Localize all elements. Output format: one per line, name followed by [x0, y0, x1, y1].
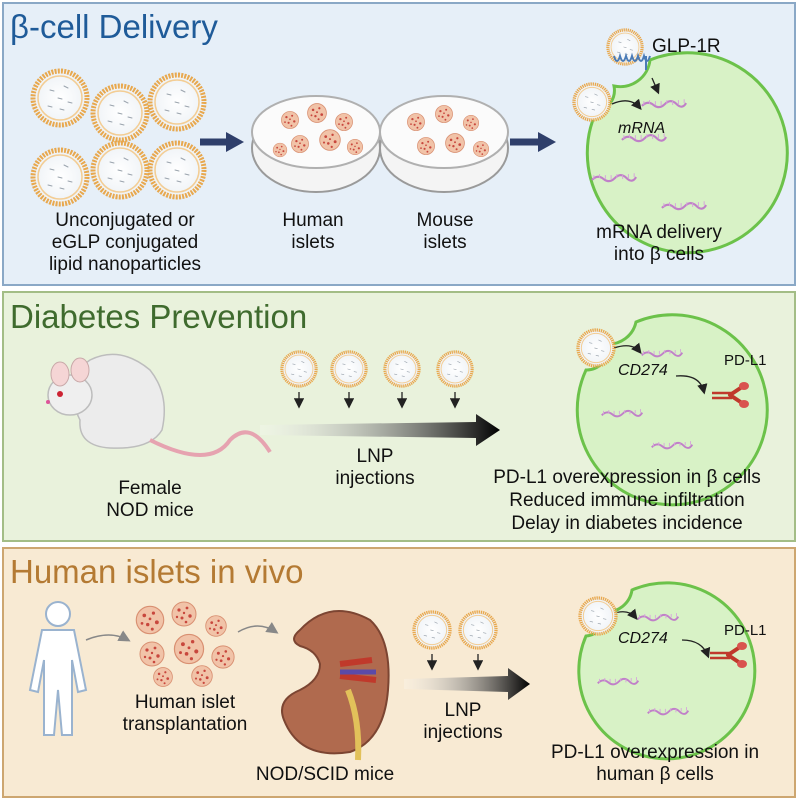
lipid-nanoparticle-icon	[150, 75, 204, 129]
glp1r-label: GLP-1R	[652, 36, 721, 57]
mouse-islets-label: Mouse islets	[416, 210, 474, 253]
glp1r-receptor-icon	[613, 52, 651, 70]
mrna-delivery-label: mRNA delivery into β cells	[596, 222, 722, 265]
pdl1-label: PD-L1	[724, 622, 767, 639]
mouse-icon	[46, 353, 272, 457]
panel2-title: Diabetes Prevention	[10, 298, 308, 335]
panel3-title: Human islets in vivo	[10, 553, 304, 590]
lipid-nanoparticle-icon	[412, 610, 452, 650]
petri-dish-icon	[379, 95, 509, 193]
lipid-nanoparticle-icon	[330, 350, 368, 388]
cd274-label: CD274	[618, 630, 668, 647]
lipid-nanoparticle-icon	[572, 82, 612, 122]
timeline-arrow-icon	[404, 668, 530, 700]
arrow-icon	[237, 622, 279, 634]
lipid-nanoparticle-icon	[93, 143, 147, 197]
lipid-nanoparticle-icon	[93, 86, 147, 140]
mrna-label: mRNA	[618, 120, 666, 137]
human-islets-label: Human islets	[282, 210, 344, 253]
arrow-icon	[85, 630, 131, 642]
beta-cell-icon	[585, 51, 789, 255]
lipid-nanoparticle-icon	[458, 610, 498, 650]
arrowhead-icon	[226, 132, 244, 152]
lnp-injections-label: LNP injections	[335, 446, 415, 489]
lnp-group	[33, 71, 204, 204]
lipid-nanoparticle-icon	[33, 150, 87, 204]
arrowhead-icon	[538, 132, 556, 152]
nod-scid-mice-label: NOD/SCID mice	[255, 764, 395, 785]
panel1-title: β-cell Delivery	[10, 8, 218, 45]
transplantation-label: Human islet transplantation	[122, 692, 248, 735]
lipid-nanoparticle-icon	[150, 143, 204, 197]
human-silhouette-icon	[28, 601, 88, 736]
timeline-arrow-icon	[260, 414, 500, 446]
lnp-injection-group	[280, 350, 474, 409]
kidney-icon	[281, 610, 390, 761]
lipid-nanoparticle-icon	[578, 596, 618, 636]
lipid-nanoparticle-icon	[33, 71, 87, 125]
petri-dish-icon	[251, 95, 381, 193]
human-outcome-label: PD-L1 overexpression in human β cells	[550, 742, 760, 785]
lnp-injections-label: LNP injections	[423, 700, 503, 743]
islet-cluster-icon	[135, 601, 235, 687]
lipid-nanoparticle-icon	[280, 350, 318, 388]
lnp-injection-group	[412, 610, 498, 671]
cd274-label: CD274	[618, 362, 668, 379]
lnp-label: Unconjugated or eGLP conjugated lipid na…	[48, 210, 202, 275]
lipid-nanoparticle-icon	[383, 350, 421, 388]
diabetes-outcomes-label: PD-L1 overexpression in β cells Reduced …	[493, 467, 761, 534]
pdl1-label: PD-L1	[724, 352, 767, 369]
lipid-nanoparticle-icon	[576, 328, 616, 368]
lipid-nanoparticle-icon	[436, 350, 474, 388]
female-nod-mice-label: Female NOD mice	[106, 478, 194, 521]
